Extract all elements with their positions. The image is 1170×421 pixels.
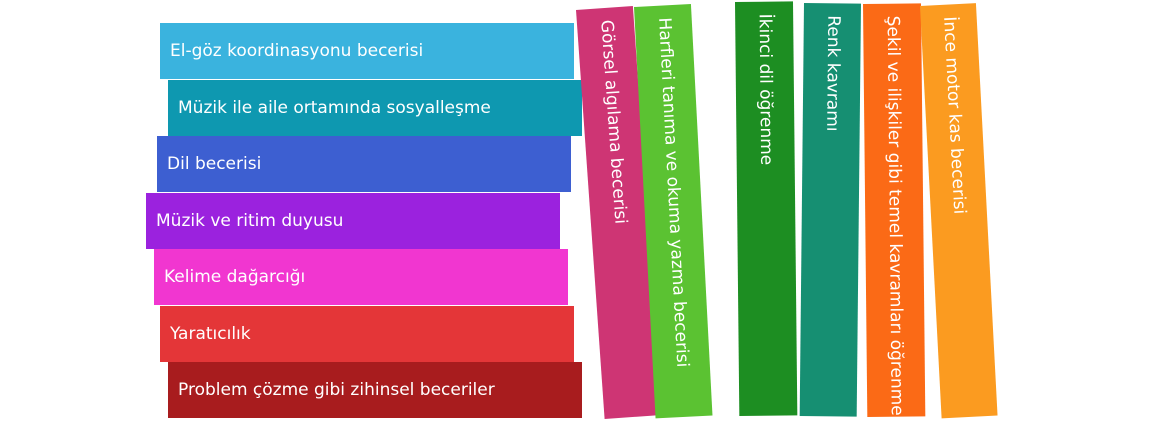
standing-book-4: Renk kavramı [799,3,861,417]
book-label: Harfleri tanıma ve okuma yazma becerisi [653,16,692,368]
stacked-book-1: El-göz koordinasyonu becerisi [160,23,574,79]
standing-book-3: İkinci dil öğrenme [735,1,798,416]
book-label: Şekil ve ilişkiler gibi temel kavramları… [882,15,907,416]
book-label: Görsel algılama becerisi [595,19,631,225]
book-label: Kelime dağarcığı [164,267,306,287]
book-label: Renk kavramı [821,15,843,132]
book-label: Müzik ve ritim duyusu [156,211,344,231]
stacked-book-7: Problem çözme gibi zihinsel beceriler [168,362,582,418]
standing-book-5: Şekil ve ilişkiler gibi temel kavramları… [863,3,926,417]
stacked-book-6: Yaratıcılık [160,306,574,362]
book-label: İnce motor kas becerisi [939,15,970,215]
book-label: İkinci dil öğrenme [754,13,777,166]
stacked-book-2: Müzik ile aile ortamında sosyalleşme [168,80,582,136]
book-label: Yaratıcılık [170,324,251,344]
standing-book-6: İnce motor kas becerisi [920,3,998,419]
book-label: Müzik ile aile ortamında sosyalleşme [178,98,491,118]
stacked-book-4: Müzik ve ritim duyusu [146,193,560,249]
stacked-book-5: Kelime dağarcığı [154,249,568,305]
book-label: Problem çözme gibi zihinsel beceriler [178,380,495,400]
book-label: Dil becerisi [167,154,262,174]
book-label: El-göz koordinasyonu becerisi [170,41,424,61]
stacked-book-3: Dil becerisi [157,136,571,192]
